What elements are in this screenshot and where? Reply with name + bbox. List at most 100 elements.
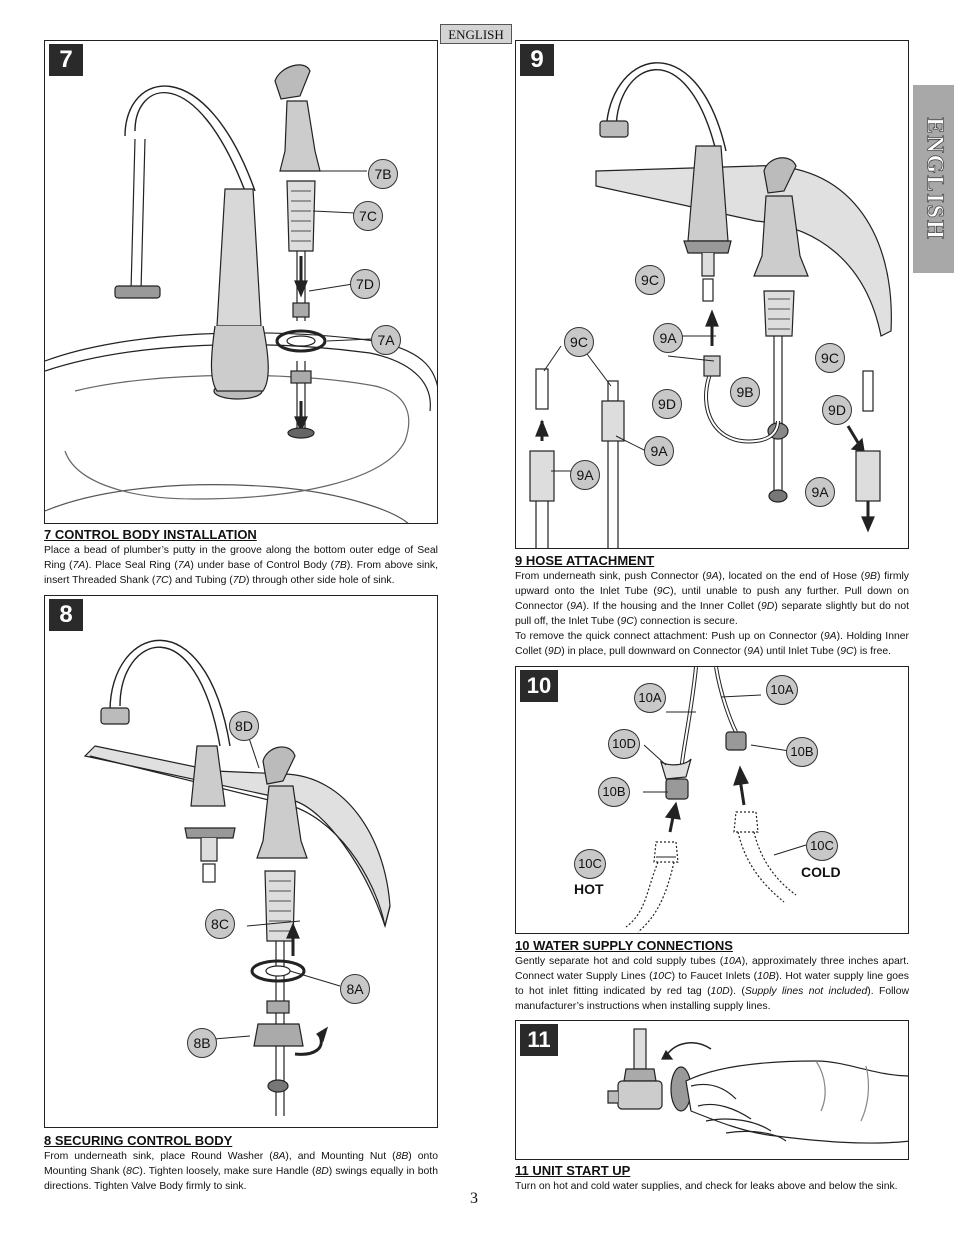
callout-9a-b: 9A <box>644 436 674 466</box>
callout-8a: 8A <box>340 974 370 1004</box>
callout-10c-a: 10C <box>806 831 838 861</box>
step-8-number: 8 <box>49 599 83 631</box>
callout-7d: 7D <box>350 269 380 299</box>
italic-ref: 10B <box>757 971 776 982</box>
callout-10a-a: 10A <box>634 683 666 713</box>
text-run: ). Place Seal Ring ( <box>85 560 178 571</box>
step-10-panel: 10 10A 10A 10D 10B 10B 10C 10C HOT COLD <box>515 666 909 934</box>
text-run: ) through other side hole of sink. <box>246 575 395 586</box>
callout-10c-b: 10C <box>574 849 606 879</box>
step-9-number: 9 <box>520 44 554 76</box>
step-11-panel: 11 <box>515 1020 909 1160</box>
text-run: ), and Mounting Nut ( <box>285 1151 396 1162</box>
italic-ref: 10D <box>710 986 730 997</box>
side-language-tab: ENGLISH <box>913 85 954 273</box>
italic-ref: 9A <box>570 601 583 612</box>
step-7-panel: 7 7B 7C 7D 7A <box>44 40 438 524</box>
text-run: ), located on the end of Hose ( <box>718 571 865 582</box>
callout-8c: 8C <box>205 909 235 939</box>
callout-9a-c: 9A <box>570 460 600 490</box>
text-run: ). Tighten loosely, make sure Handle ( <box>139 1166 316 1177</box>
text-run: ). If the housing and the Inner Collet ( <box>582 601 762 612</box>
page-number: 3 <box>470 1190 478 1207</box>
language-tab: ENGLISH <box>440 24 512 44</box>
callout-10a-b: 10A <box>766 675 798 705</box>
italic-ref: Supply lines not included <box>744 986 868 997</box>
italic-ref: 9A <box>747 646 760 657</box>
text-run: ), approximately three inches apart. Con… <box>515 956 909 982</box>
text-run: ). Hot water supply line goes to hot inl… <box>515 971 909 997</box>
step-7-body: Place a bead of plumber’s putty in the g… <box>44 543 438 588</box>
callout-7c: 7C <box>353 201 383 231</box>
text-run: From underneath sink, place Round Washer… <box>44 1151 273 1162</box>
side-tab-label: ENGLISH <box>921 117 948 241</box>
text-run: To remove the quick connect attachment: … <box>515 631 824 642</box>
callout-10b-a: 10B <box>786 737 818 767</box>
text-run: Gently separate hot and cold supply tube… <box>515 956 724 967</box>
step-9-panel: 9 9C 9A 9C 9D 9B 9C 9D 9A 9A 9A <box>515 40 909 549</box>
callout-10b-b: 10B <box>598 777 630 807</box>
italic-ref: 8A <box>272 1151 286 1162</box>
italic-ref: 8D <box>315 1166 329 1177</box>
italic-ref: 7D <box>232 575 247 586</box>
italic-ref: 9B <box>864 571 877 582</box>
text-run: ) in place, pull downward on Connector ( <box>561 646 748 657</box>
text-run: ) firmly upward onto the Inlet Tube ( <box>515 571 909 597</box>
italic-ref: 8B <box>395 1151 409 1162</box>
italic-ref: 9A <box>705 571 719 582</box>
text-run: From underneath sink, push Connector ( <box>515 571 706 582</box>
step-8-panel: 8 8D 8C 8A 8B <box>44 595 438 1128</box>
step-11-illustration <box>607 1028 908 1144</box>
step-11-number: 11 <box>520 1024 558 1056</box>
text-run: Turn on hot and cold water supplies, and… <box>515 1181 898 1192</box>
text-run: ) to Faucet Inlets ( <box>671 971 758 982</box>
step-8-heading: 8 SECURING CONTROL BODY <box>44 1133 233 1148</box>
italic-ref: 9D <box>547 646 562 657</box>
text-run: ). ( <box>729 986 745 997</box>
callout-8d: 8D <box>229 711 259 741</box>
step-9-body: From underneath sink, push Connector (9A… <box>515 569 909 629</box>
italic-ref: 9D <box>761 601 775 612</box>
callout-9c-b: 9C <box>564 327 594 357</box>
text-run: ) swings equally in both directions. Tig… <box>44 1166 438 1192</box>
callout-9c-a: 9C <box>635 265 665 295</box>
callout-7b: 7B <box>368 159 398 189</box>
callout-10d: 10D <box>608 729 640 759</box>
italic-ref: 7C <box>155 575 169 586</box>
callout-9d-a: 9D <box>652 389 682 419</box>
step-9-heading: 9 HOSE ATTACHMENT <box>515 553 655 568</box>
callout-9d-b: 9D <box>822 395 852 425</box>
italic-ref: 7A <box>72 560 86 571</box>
text-run: ). From above sink, insert Threaded Shan… <box>44 560 438 586</box>
callout-7a: 7A <box>371 325 401 355</box>
text-run: ) separate slightly but do not pull off,… <box>515 601 909 627</box>
step-11-heading: 11 UNIT START UP <box>515 1163 631 1178</box>
italic-ref: 9C <box>840 646 854 657</box>
step-9-illustration <box>529 62 892 548</box>
text-run: ) connection is secure. <box>633 616 738 627</box>
text-run: ) is free. <box>853 646 892 657</box>
text-run: ) until Inlet Tube ( <box>759 646 841 657</box>
callout-8b: 8B <box>187 1028 217 1058</box>
hot-label: HOT <box>574 881 604 897</box>
italic-ref: 8C <box>126 1166 140 1177</box>
callout-9a-a: 9A <box>653 323 683 353</box>
callout-9c-c: 9C <box>815 343 845 373</box>
step-10-body: Gently separate hot and cold supply tube… <box>515 954 909 1014</box>
callout-9a-d: 9A <box>805 477 835 507</box>
step-7-heading: 7 CONTROL BODY INSTALLATION <box>44 527 257 542</box>
step-11-body: Turn on hot and cold water supplies, and… <box>515 1179 909 1194</box>
italic-ref: 10C <box>652 971 672 982</box>
text-run: ) onto Mounting Shank ( <box>44 1151 439 1177</box>
step-10-heading: 10 WATER SUPPLY CONNECTIONS <box>515 938 733 953</box>
step-10-number: 10 <box>520 670 558 702</box>
step-9-body-2: To remove the quick connect attachment: … <box>515 629 909 659</box>
cold-label: COLD <box>801 864 841 880</box>
text-run: ) and Tubing ( <box>168 575 233 586</box>
step-7-number: 7 <box>49 44 83 76</box>
text-run: ). Holding Inner Collet ( <box>515 631 909 657</box>
italic-ref: 7B <box>334 560 347 571</box>
text-run: ) under base of Control Body ( <box>190 560 335 571</box>
step-8-illustration <box>83 639 391 1116</box>
italic-ref: 10A <box>723 956 742 967</box>
